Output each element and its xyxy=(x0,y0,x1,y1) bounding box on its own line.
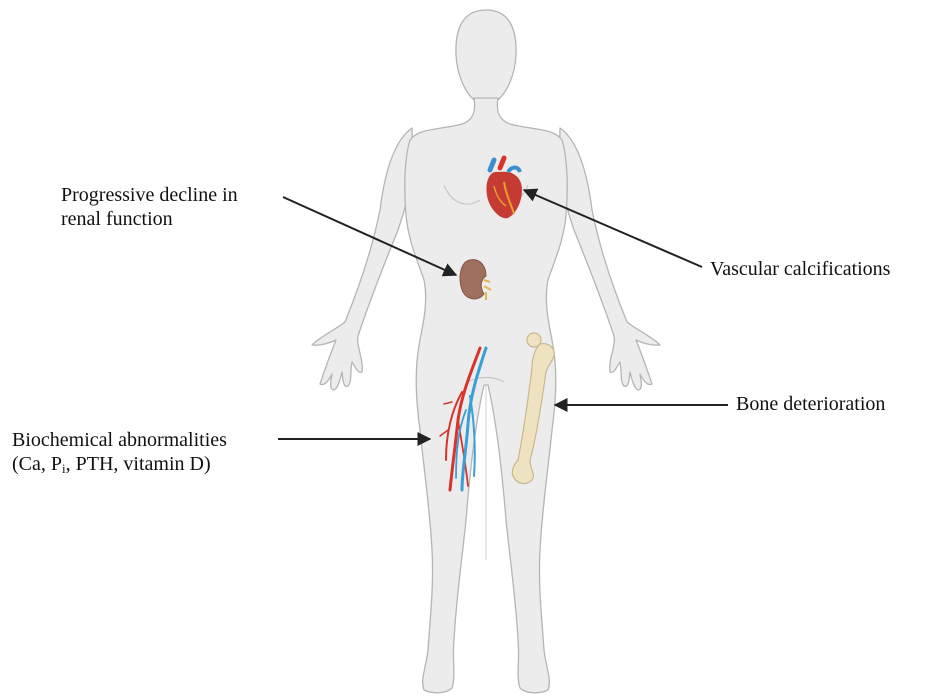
biochem-line2-pre: (Ca, P xyxy=(12,453,62,475)
renal-function-label: Progressive decline in renal function xyxy=(61,183,238,231)
biochem-label-line2: (Ca, Pi, PTH, vitamin D) xyxy=(12,452,227,476)
biochem-label-line1: Biochemical abnormalities xyxy=(12,428,227,452)
renal-label-line2: renal function xyxy=(61,207,238,231)
renal-label-line1: Progressive decline in xyxy=(61,183,238,207)
biochem-line2-post: , PTH, vitamin D) xyxy=(66,453,211,475)
bone-deterioration-label: Bone deterioration xyxy=(736,392,885,416)
biochemical-abnormalities-label: Biochemical abnormalities (Ca, Pi, PTH, … xyxy=(12,428,227,476)
bone-label-text: Bone deterioration xyxy=(736,392,885,416)
vascular-calcifications-label: Vascular calcifications xyxy=(710,257,890,281)
vascular-label-text: Vascular calcifications xyxy=(710,257,890,281)
